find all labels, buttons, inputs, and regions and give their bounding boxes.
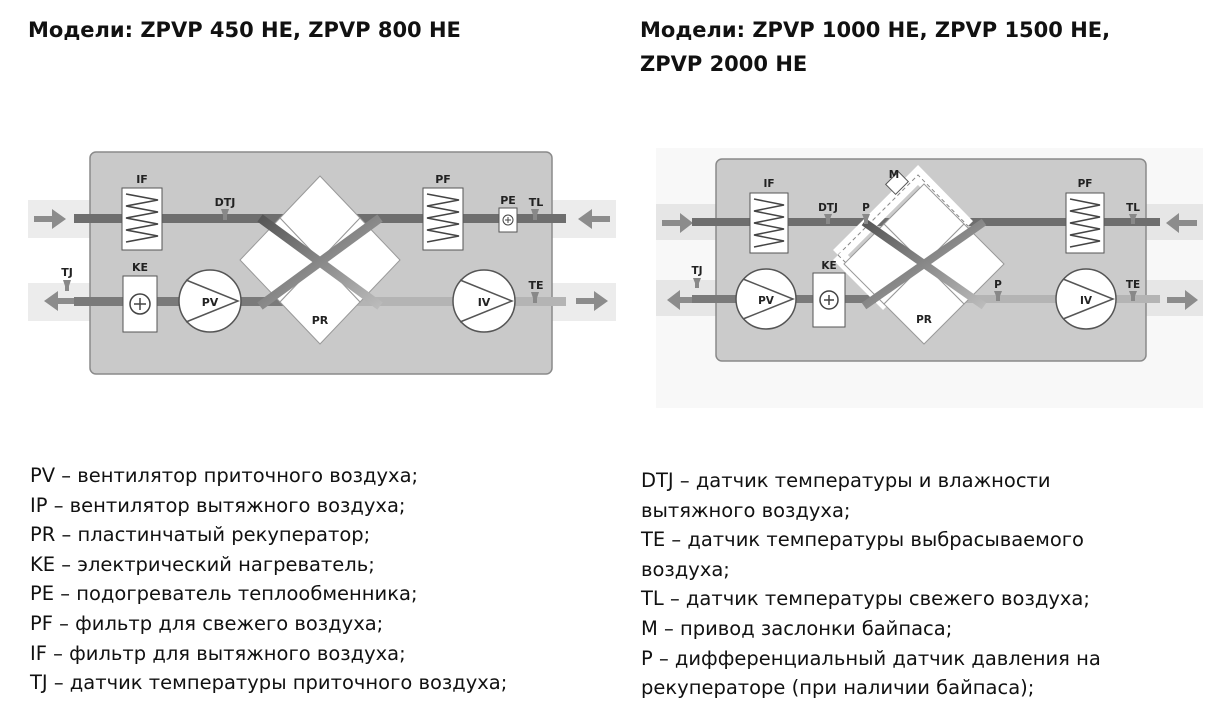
sensor-tl-icon <box>531 209 539 220</box>
label-if: IF <box>136 173 148 186</box>
arrow-in-left-icon <box>662 213 693 233</box>
legend-item: PE – подогреватель теплообменника; <box>30 582 418 606</box>
title-right-line2: ZPVP 2000 HE <box>640 52 808 76</box>
recuperator-pr <box>843 183 1005 345</box>
label-tl: TL <box>1126 202 1140 214</box>
label-iv: IV <box>1080 295 1093 307</box>
legend-left: PV – вентилятор приточного воздуха; IP –… <box>30 461 610 698</box>
label-if: IF <box>763 178 774 190</box>
fan-pv <box>735 268 797 330</box>
label-dtj: DTJ <box>215 196 236 209</box>
title-left: Модели: ZPVP 450 HE, ZPVP 800 HE <box>28 18 461 42</box>
legend-item: PF – фильтр для свежего воздуха; <box>30 611 384 635</box>
sensor-p-bottom-icon <box>994 291 1002 301</box>
legend-item: IF – фильтр для вытяжного воздуха; <box>30 641 406 665</box>
label-pf: PF <box>1078 178 1093 190</box>
diagram-right: IF DTJ P M PF TL TJ KE PV PR P IV TE <box>656 148 1203 408</box>
sensor-te-icon <box>531 292 539 303</box>
heater-ke <box>812 272 846 328</box>
label-pf: PF <box>435 173 451 186</box>
legend-item: IP – вентилятор вытяжного воздуха; <box>30 493 406 517</box>
arrow-out-left-icon <box>667 290 698 310</box>
label-p-top: P <box>862 202 870 214</box>
legend-item: TL – датчик температуры свежего воздуха; <box>641 587 1090 611</box>
label-p-bottom: P <box>994 279 1002 291</box>
legend-item: DTJ – датчик температуры и влажности <box>641 469 1051 492</box>
sensor-te-icon <box>1129 291 1137 301</box>
pipe-top-right <box>948 218 1160 226</box>
preheater-pe <box>498 207 518 233</box>
filter-pf <box>422 187 464 251</box>
label-pe: PE <box>500 194 516 207</box>
arrow-in-right-icon <box>1166 213 1197 233</box>
legend-item: воздуха; <box>641 557 730 581</box>
legend-right: DTJ – датчик температуры и влажности выт… <box>641 466 1211 703</box>
legend-item: PR – пластинчатый рекуператор; <box>30 523 371 547</box>
legend-item: KE – электрический нагреватель; <box>30 552 375 576</box>
arrow-in-right-icon <box>578 209 610 229</box>
fan-iv <box>452 269 516 333</box>
label-pr: PR <box>312 314 329 327</box>
recuperator-pr <box>239 175 401 345</box>
sensor-tj-icon <box>693 278 701 288</box>
sensor-tj-icon <box>63 280 71 291</box>
heater-ke <box>122 275 158 333</box>
sensor-p-top-icon <box>862 214 870 224</box>
label-te: TE <box>1126 279 1140 291</box>
fan-iv <box>1055 268 1117 330</box>
fan-pv <box>178 269 242 333</box>
arrow-out-right-icon <box>576 291 608 311</box>
title-right-line1: Модели: ZPVP 1000 HE, ZPVP 1500 HE, <box>640 18 1111 42</box>
label-tj: TJ <box>691 265 702 277</box>
label-dtj: DTJ <box>818 202 838 214</box>
label-ke: KE <box>132 261 148 274</box>
arrow-in-left-icon <box>34 209 66 229</box>
bypass-actuator-m <box>884 170 910 196</box>
filter-pf <box>1065 192 1105 254</box>
title-right: Модели: ZPVP 1000 HE, ZPVP 1500 HE, ZPVP… <box>640 13 1200 81</box>
pipe-bottom-right <box>948 295 1160 303</box>
diagram-left: IF DTJ PF PE TL TJ KE PV PR IV TE <box>28 151 616 375</box>
label-m: M <box>889 169 899 181</box>
label-te: TE <box>528 279 543 292</box>
sensor-tl-icon <box>1129 214 1137 224</box>
sensor-dtj-icon <box>221 209 229 220</box>
legend-item: P – дифференциальный датчик давления на <box>641 646 1101 670</box>
legend-item: PV – вентилятор приточного воздуха; <box>30 464 419 487</box>
sensor-dtj-icon <box>824 214 832 224</box>
label-pv: PV <box>758 295 775 307</box>
label-pr: PR <box>916 314 932 326</box>
arrow-out-right-icon <box>1167 290 1198 310</box>
legend-item: рекуператоре (при наличии байпаса); <box>641 676 1035 700</box>
legend-item: вытяжного воздуха; <box>641 498 851 522</box>
legend-item: TJ – датчик температуры приточного возду… <box>30 671 508 695</box>
label-ke: KE <box>821 260 836 272</box>
label-iv: IV <box>478 296 491 309</box>
arrow-out-left-icon <box>44 291 76 311</box>
legend-item: M – привод заслонки байпаса; <box>641 616 953 640</box>
legend-item: TE – датчик температуры выбрасываемого <box>641 528 1084 552</box>
label-tl: TL <box>529 196 544 209</box>
label-pv: PV <box>202 296 219 309</box>
label-tj: TJ <box>61 266 73 279</box>
pipe-top-left <box>74 214 300 223</box>
filter-if <box>121 187 163 251</box>
pipe-top-left <box>692 218 898 226</box>
filter-if <box>749 192 789 254</box>
